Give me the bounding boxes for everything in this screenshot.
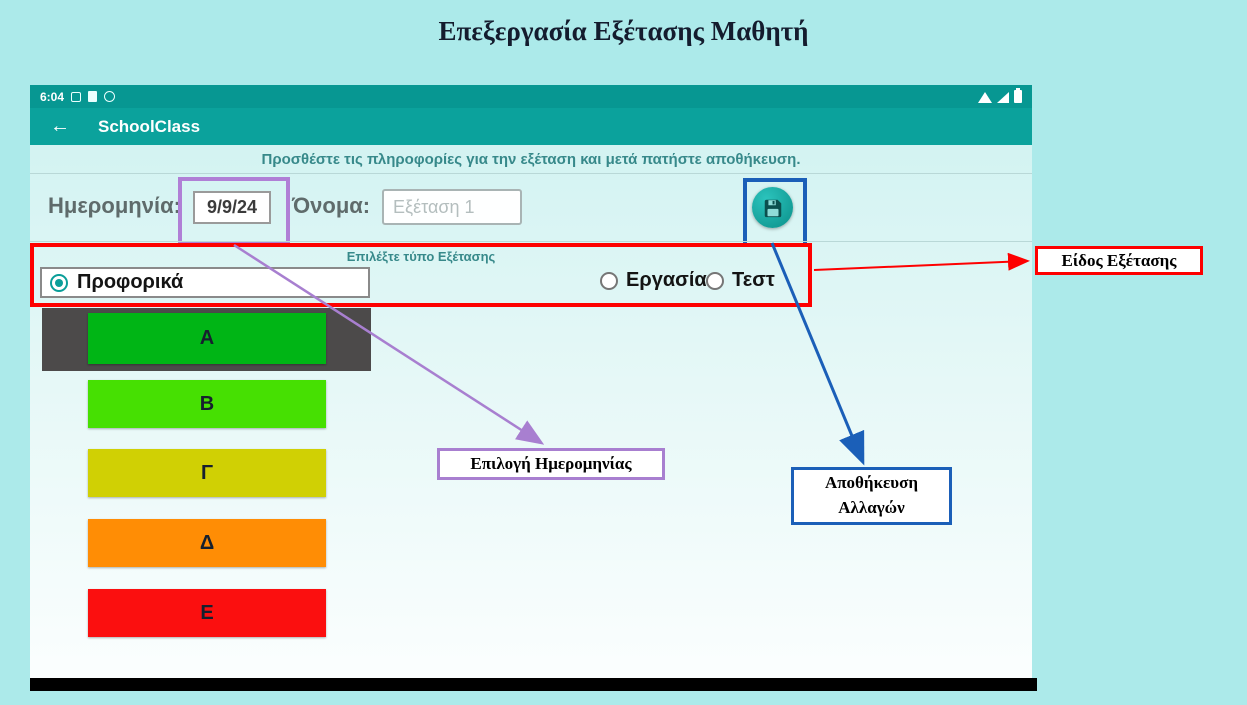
notification-icon-2	[88, 91, 98, 102]
grade-button-e[interactable]: Ε	[88, 589, 326, 637]
floppy-disk-icon	[762, 197, 784, 219]
divider	[30, 241, 1032, 242]
app-bar: ← SchoolClass	[30, 108, 1032, 145]
battery-icon	[1014, 88, 1022, 103]
radio-unselected-icon	[706, 271, 724, 290]
instruction-text: Προσθέστε τις πληροφορίες για την εξέτασ…	[261, 151, 801, 168]
exam-name-input[interactable]	[382, 189, 522, 225]
exam-type-annotation-outline: Επιλέξτε τύπο Εξέτασης Προφορικά Εργασία…	[30, 243, 812, 307]
callout-save-line1: Αποθήκευση	[824, 473, 919, 493]
callout-date-pick: Επιλογή Ημερομηνίας	[437, 448, 665, 480]
callout-exam-type: Είδος Εξέτασης	[1035, 246, 1203, 275]
save-button[interactable]	[752, 187, 793, 228]
android-navigation-bar	[30, 678, 1037, 691]
exam-type-caption: Επιλέξτε τύπο Εξέτασης	[346, 249, 496, 264]
status-right-icons	[978, 88, 1022, 103]
android-screenshot: 6:04 ← SchoolClass Προσθέστε τις πληροφο…	[30, 85, 1037, 691]
notification-icon-3	[104, 91, 116, 102]
divider	[30, 173, 1032, 174]
signal-icon	[997, 92, 1009, 103]
grade-button-a[interactable]: Α	[88, 313, 326, 364]
radio-option-assignment[interactable]: Εργασία	[600, 269, 707, 292]
date-label: Ημερομηνία:	[48, 193, 181, 218]
grade-button-d[interactable]: Δ	[88, 519, 326, 567]
status-bar: 6:04	[30, 85, 1032, 108]
notification-icon-1	[71, 91, 82, 102]
radio-option-label: Εργασία	[626, 269, 707, 291]
radio-unselected-icon	[600, 271, 618, 290]
app-title: SchoolClass	[98, 116, 201, 136]
callout-save: Αποθήκευση Αλλαγών	[791, 467, 952, 525]
status-time: 6:04	[40, 89, 65, 104]
page-title: Επεξεργασία Εξέτασης Μαθητή	[438, 16, 809, 46]
callout-save-line2: Αλλαγών	[838, 498, 905, 517]
date-field[interactable]: 9/9/24	[193, 191, 271, 224]
radio-option-label: Τεστ	[732, 269, 775, 291]
grade-button-b[interactable]: Β	[88, 380, 326, 428]
grade-button-c[interactable]: Γ	[88, 449, 326, 497]
radio-option-test[interactable]: Τεστ	[706, 269, 775, 292]
wifi-icon	[978, 92, 992, 103]
back-arrow-icon[interactable]: ←	[50, 115, 70, 137]
radio-option-label: Προφορικά	[77, 271, 184, 293]
name-label: Όνομα:	[292, 193, 371, 218]
radio-selected-icon	[50, 273, 68, 292]
radio-option-oral[interactable]: Προφορικά	[40, 267, 370, 298]
